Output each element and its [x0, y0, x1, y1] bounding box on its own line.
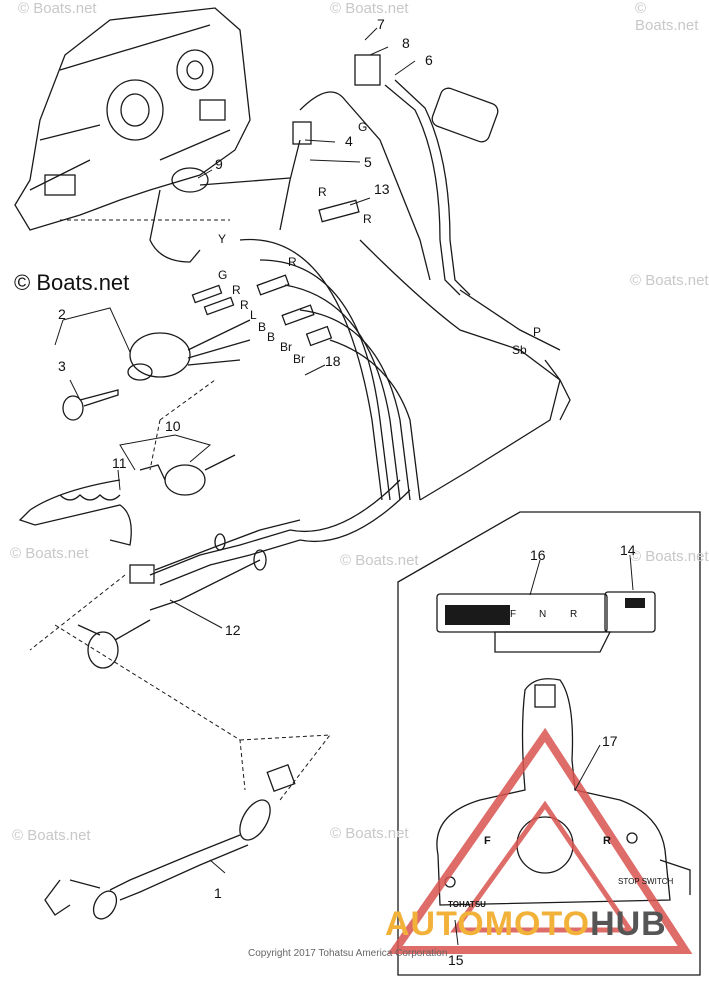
wire-label-l: L — [250, 308, 257, 322]
watermark: © Boats.net — [18, 0, 97, 17]
watermark: © Boats.net — [630, 548, 709, 565]
watermark: © Boats.net — [330, 825, 409, 842]
lanyard — [18, 454, 236, 546]
watermark: © Boats.net — [635, 0, 699, 34]
wire-label-b: B — [258, 320, 267, 334]
control-brand: TOHATSU — [448, 900, 486, 909]
reference-lines — [29, 219, 332, 801]
wire-harness — [149, 91, 571, 586]
gauge-forward: F — [510, 609, 517, 620]
part-number-18: 18 — [325, 353, 341, 369]
part-number-10: 10 — [165, 418, 181, 434]
part-number-13: 13 — [374, 181, 390, 197]
part-number-16: 16 — [530, 547, 546, 563]
wire-label-br: Br — [280, 340, 292, 354]
wire-label-g: G — [218, 268, 228, 282]
brand-part2: HUB — [590, 905, 667, 943]
gauge-reverse: R — [570, 609, 578, 620]
wire-label-sb: Sb — [512, 343, 527, 357]
warning-triangle — [387, 727, 693, 954]
watermark: © Boats.net — [330, 0, 409, 17]
wire-label-r: R — [288, 255, 297, 269]
filled-details — [445, 598, 645, 625]
part-number-6: 6 — [425, 52, 433, 68]
brand-logo: AUTOMOTOHUB — [385, 905, 667, 944]
wire-label-r: R — [363, 212, 372, 226]
wire-label-y: Y — [218, 232, 227, 246]
control-housing — [14, 7, 251, 231]
wire-label-b: B — [267, 330, 276, 344]
inset-box — [397, 511, 701, 976]
watermark: © Boats.net — [10, 545, 89, 562]
part-number-4: 4 — [345, 133, 353, 149]
part-number-14: 14 — [620, 542, 636, 558]
key-switch — [127, 319, 251, 381]
part-number-3: 3 — [58, 358, 66, 374]
key — [62, 389, 119, 421]
part-number-8: 8 — [402, 35, 410, 51]
brand-part1: AUTOMOTO — [385, 905, 591, 943]
wire-label-r: R — [240, 298, 249, 312]
stop-switch-label: STOP SWITCH — [618, 877, 674, 886]
control-forward: F — [484, 835, 491, 847]
gauge-neutral: N — [539, 609, 547, 620]
part-number-2: 2 — [58, 306, 66, 322]
part-number-12: 12 — [225, 622, 241, 638]
watermark: © Boats.net — [340, 552, 419, 569]
part-number-7: 7 — [377, 16, 385, 32]
watermark: © Boats.net — [630, 272, 709, 289]
main-harness — [77, 519, 301, 669]
watermark: © Boats.net — [12, 827, 91, 844]
control-reverse: R — [603, 835, 611, 847]
part-number-5: 5 — [364, 154, 372, 170]
leader-lines — [54, 27, 634, 946]
wire-label-r: R — [232, 283, 241, 297]
copyright: Copyright 2017 Tohatsu America Corporati… — [248, 948, 448, 959]
wire-label-p: P — [533, 325, 542, 339]
part-number-11: 11 — [112, 455, 127, 471]
part-number-17: 17 — [602, 733, 618, 749]
wire-label-r: R — [318, 185, 327, 199]
part-number-1: 1 — [214, 885, 222, 901]
wire-label-br: Br — [293, 352, 305, 366]
part-number-9: 9 — [215, 156, 223, 172]
throttle-cable — [354, 54, 499, 296]
part-number-15: 15 — [448, 952, 464, 968]
extension-harness — [44, 764, 296, 920]
switch-9 — [149, 167, 291, 263]
wire-label-g: G — [358, 120, 368, 134]
watermark-main: © Boats.net — [14, 270, 130, 295]
connector-bundle — [191, 121, 360, 347]
